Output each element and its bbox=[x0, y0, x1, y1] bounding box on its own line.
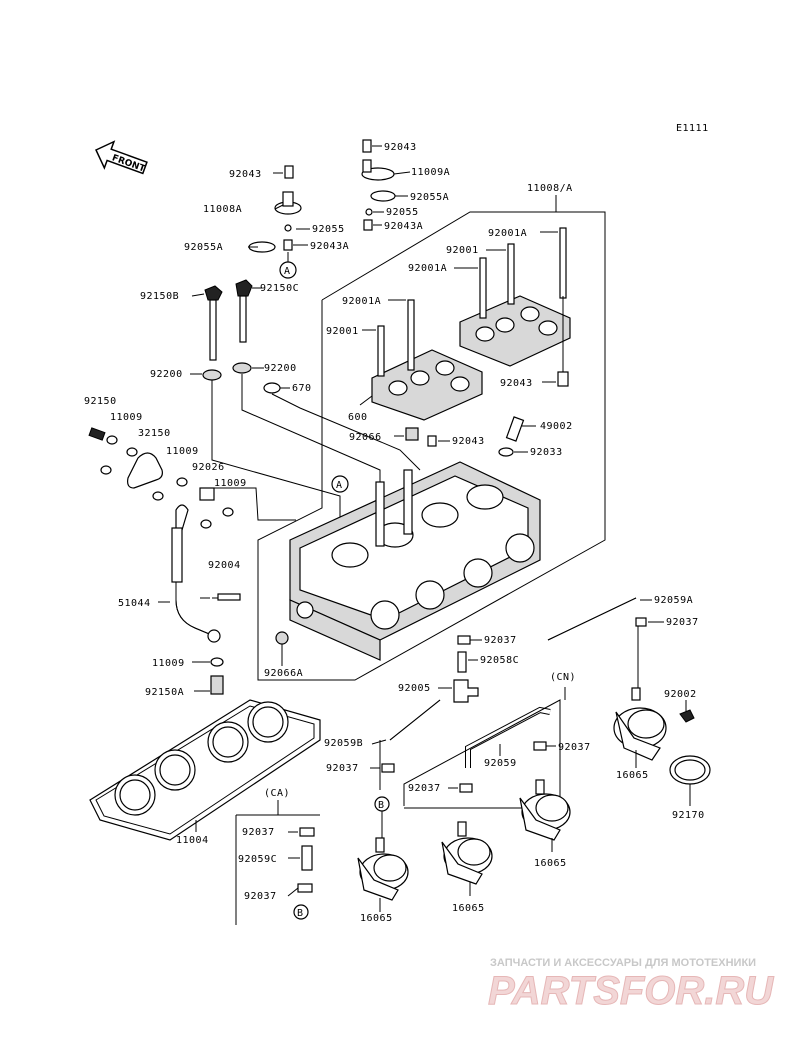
part-label: 92055A bbox=[184, 242, 223, 253]
pin-part bbox=[363, 219, 373, 231]
part-label: 11004 bbox=[176, 835, 209, 846]
part-label: 92066A bbox=[264, 668, 303, 679]
carb-holder-2 bbox=[441, 821, 493, 896]
o-ring-part bbox=[370, 190, 396, 202]
part-label: 11009 bbox=[214, 478, 247, 489]
part-label: 92043A bbox=[310, 241, 349, 252]
part-label: 16065 bbox=[616, 770, 649, 781]
callout-a-circle bbox=[279, 261, 297, 279]
part-label: 92037 bbox=[244, 891, 277, 902]
cam-holder-front bbox=[359, 299, 483, 421]
head-group-frame bbox=[257, 211, 606, 681]
pin-part bbox=[362, 139, 372, 153]
part-label: 16065 bbox=[452, 903, 485, 914]
part-label: 51044 bbox=[118, 598, 151, 609]
part-label: 92043 bbox=[500, 378, 533, 389]
part-label: 16065 bbox=[534, 858, 567, 869]
part-label: 92200 bbox=[150, 369, 183, 380]
part-label: 92200 bbox=[264, 363, 297, 374]
part-label: 92043 bbox=[384, 142, 417, 153]
diagram-id: E1111 bbox=[676, 123, 709, 134]
oil-fitting-top bbox=[361, 139, 411, 231]
part-label: 92033 bbox=[530, 447, 563, 458]
oil-fitting-left: A bbox=[248, 165, 310, 279]
carb-holder-1 bbox=[357, 837, 409, 912]
part-label: 92059C bbox=[238, 854, 277, 865]
part-label: 92150A bbox=[145, 687, 184, 698]
part-label: 92037 bbox=[408, 783, 441, 794]
part-label: 11009A bbox=[411, 167, 450, 178]
callout-b: B bbox=[297, 908, 304, 919]
part-label: 11008A bbox=[203, 204, 242, 215]
ca-inset: B bbox=[235, 800, 320, 925]
washer-part bbox=[365, 208, 373, 216]
part-label: 11009 bbox=[152, 658, 185, 669]
middle-fittings bbox=[394, 416, 536, 457]
carb-holder-3 bbox=[519, 779, 571, 852]
front-arrow-icon: FRONT bbox=[95, 140, 148, 175]
fitting-neck-part bbox=[362, 159, 372, 173]
part-label: 92001A bbox=[488, 228, 527, 239]
part-label: 670 bbox=[292, 383, 312, 394]
head-bolts bbox=[190, 279, 421, 520]
callout-b: B bbox=[378, 800, 385, 811]
part-label: 92001 bbox=[326, 326, 359, 337]
part-label: 92043A bbox=[384, 221, 423, 232]
part-label: 92001A bbox=[342, 296, 381, 307]
washer-part bbox=[284, 224, 292, 232]
part-label: 16065 bbox=[360, 913, 393, 924]
part-label: 11009 bbox=[166, 446, 199, 457]
head-gasket bbox=[89, 699, 321, 841]
part-label: 92059B bbox=[324, 738, 363, 749]
part-label: 92005 bbox=[398, 683, 431, 694]
callout-a-circle bbox=[331, 475, 349, 493]
cam-holder-rear bbox=[454, 227, 571, 387]
part-label: 49002 bbox=[540, 421, 573, 432]
watermark-tagline: ЗАПЧАСТИ И АКСЕССУАРЫ ДЛЯ МОТОТЕХНИКИ bbox=[490, 957, 756, 969]
part-label: 92026 bbox=[192, 462, 225, 473]
oil-pipe-group bbox=[88, 427, 296, 695]
part-label: 92055 bbox=[386, 207, 419, 218]
part-label: 11008/A bbox=[527, 183, 573, 194]
part-label: 92170 bbox=[672, 810, 705, 821]
pin-part bbox=[283, 239, 293, 251]
part-label: 92055A bbox=[410, 192, 449, 203]
part-label: 92037 bbox=[242, 827, 275, 838]
part-label: 92037 bbox=[484, 635, 517, 646]
part-label: 92150 bbox=[84, 396, 117, 407]
vacuum-hose-group: B bbox=[370, 597, 664, 838]
ca-label: (CA) bbox=[264, 788, 290, 799]
carb-holder-right bbox=[613, 626, 711, 806]
cylinder-head: A bbox=[275, 461, 541, 666]
part-label: 92059A bbox=[654, 595, 693, 606]
part-label: 92002 bbox=[664, 689, 697, 700]
callout-a: A bbox=[336, 480, 343, 491]
part-label: 92004 bbox=[208, 560, 241, 571]
part-label: 32150 bbox=[138, 428, 171, 439]
part-label: 92150C bbox=[260, 283, 299, 294]
part-label: 11009 bbox=[110, 412, 143, 423]
part-label: 600 bbox=[348, 412, 368, 423]
fitting-neck-part bbox=[282, 191, 294, 207]
part-label: 92058C bbox=[480, 655, 519, 666]
cn-label: (CN) bbox=[550, 672, 576, 683]
callout-b-circle bbox=[293, 904, 309, 920]
part-label: 92059 bbox=[484, 758, 517, 769]
pin-part bbox=[284, 165, 294, 179]
part-label: 92043 bbox=[229, 169, 262, 180]
part-label: 92001 bbox=[446, 245, 479, 256]
part-label: 92037 bbox=[558, 742, 591, 753]
part-label: 92001A bbox=[408, 263, 447, 274]
watermark-logo: PARTSFOR.RU bbox=[488, 969, 774, 1013]
callout-a: A bbox=[284, 266, 291, 277]
part-label: 92066 bbox=[349, 432, 382, 443]
part-label: 92043 bbox=[452, 436, 485, 447]
part-label: 92037 bbox=[326, 763, 359, 774]
part-label: 92037 bbox=[666, 617, 699, 628]
part-label: 92055 bbox=[312, 224, 345, 235]
part-label: 92150B bbox=[140, 291, 179, 302]
